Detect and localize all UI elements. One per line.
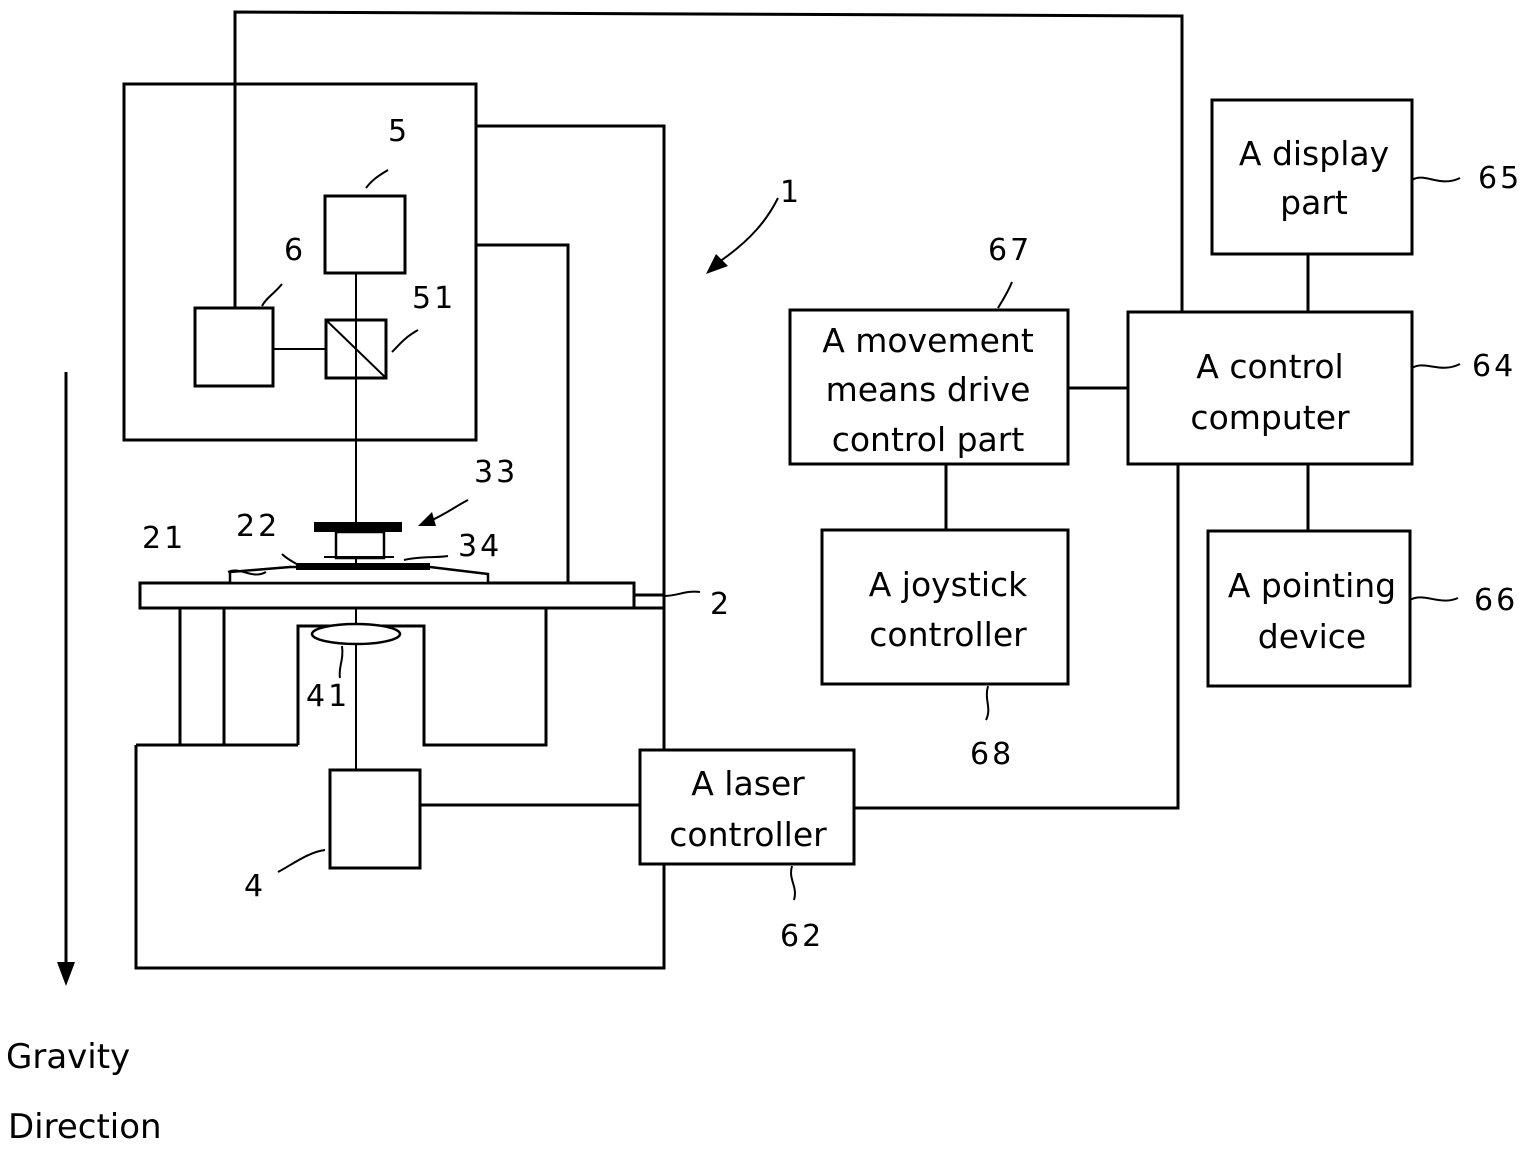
leader-66 bbox=[1410, 597, 1458, 600]
ref-62: 62 bbox=[780, 919, 824, 954]
pointing-device-line2: device bbox=[1258, 617, 1366, 656]
joystick-line1: A joystick bbox=[869, 565, 1028, 604]
ref-1: 1 bbox=[780, 175, 802, 210]
ref-51: 51 bbox=[412, 281, 456, 316]
layer-22 bbox=[296, 563, 430, 570]
ref-22: 22 bbox=[236, 509, 280, 544]
leader-4 bbox=[278, 850, 325, 872]
control-computer-box bbox=[1128, 312, 1412, 464]
ref-65: 65 bbox=[1478, 161, 1522, 196]
ref-67: 67 bbox=[988, 233, 1032, 268]
leader-68 bbox=[986, 686, 988, 720]
ref-41: 41 bbox=[306, 679, 350, 714]
leader-65 bbox=[1412, 178, 1460, 182]
control-computer-line1: A control bbox=[1196, 347, 1343, 386]
ref-5: 5 bbox=[388, 114, 410, 149]
gravity-label-line2: Direction bbox=[8, 1107, 162, 1147]
display-part-line1: A display bbox=[1239, 134, 1389, 173]
ref-4: 4 bbox=[244, 869, 266, 904]
lens-41 bbox=[312, 624, 400, 644]
component-4-box bbox=[330, 770, 420, 868]
leader-41 bbox=[340, 646, 343, 678]
ref-33: 33 bbox=[474, 455, 518, 490]
leader-34 bbox=[404, 556, 448, 560]
joystick-controller-box bbox=[822, 530, 1068, 684]
movement-control-line2: means drive bbox=[826, 370, 1031, 409]
component-6-box bbox=[195, 308, 273, 386]
gravity-label-line1: Gravity bbox=[6, 1037, 130, 1077]
ref-68: 68 bbox=[970, 737, 1014, 772]
leader-22 bbox=[282, 554, 300, 566]
arrow-33-head bbox=[418, 512, 436, 526]
ref-66: 66 bbox=[1474, 583, 1518, 618]
movement-control-line1: A movement bbox=[822, 321, 1034, 360]
ref-64: 64 bbox=[1472, 349, 1516, 384]
leader-64 bbox=[1412, 364, 1460, 368]
gravity-arrow-head bbox=[57, 962, 75, 986]
stage-plate bbox=[140, 583, 634, 608]
display-part-line2: part bbox=[1280, 183, 1348, 222]
leader-62 bbox=[791, 866, 795, 900]
joystick-line2: controller bbox=[869, 615, 1027, 654]
holder-33-body bbox=[336, 532, 384, 558]
ref-21: 21 bbox=[142, 521, 186, 556]
display-part-box bbox=[1212, 100, 1412, 254]
movement-control-line3: control part bbox=[832, 420, 1025, 459]
laser-controller-line2: controller bbox=[669, 815, 827, 854]
control-computer-line2: computer bbox=[1190, 398, 1350, 437]
arrow-1 bbox=[716, 198, 778, 264]
arrow-33 bbox=[428, 500, 468, 522]
leader-67 bbox=[998, 282, 1012, 308]
pointing-device-line1: A pointing bbox=[1228, 566, 1396, 605]
wire-housing-to-laser-controller bbox=[476, 126, 664, 750]
holder-33-top bbox=[314, 522, 402, 532]
laser-controller-line1: A laser bbox=[691, 764, 805, 803]
ref-34: 34 bbox=[458, 529, 502, 564]
pointing-device-box bbox=[1208, 531, 1410, 686]
component-5-box bbox=[325, 196, 405, 273]
leader-2 bbox=[664, 592, 700, 596]
ref-6: 6 bbox=[284, 233, 306, 268]
ref-2: 2 bbox=[710, 587, 732, 622]
